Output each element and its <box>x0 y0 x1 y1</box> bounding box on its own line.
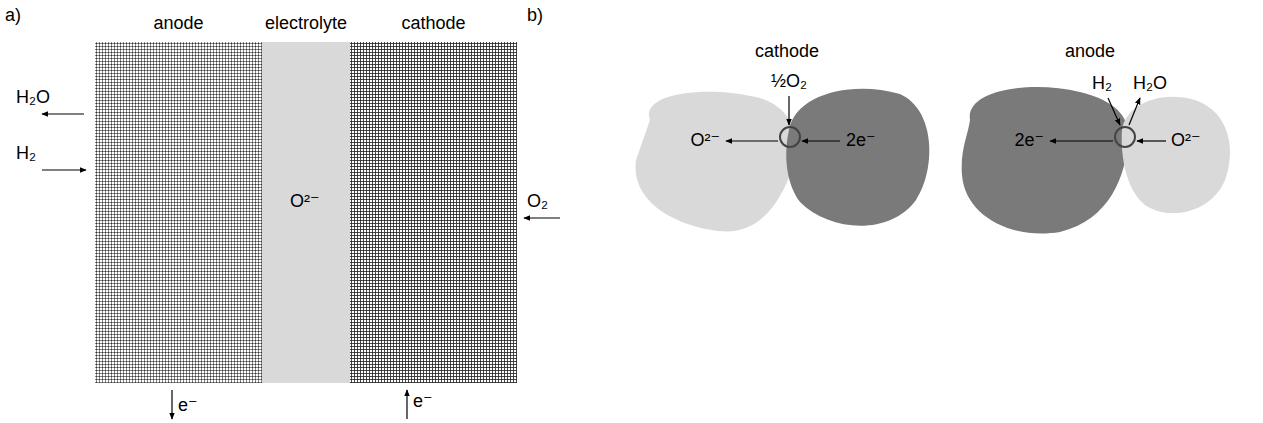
tpb-circle <box>780 127 800 147</box>
species-label: H₂O <box>16 88 50 108</box>
flow-arrow <box>788 96 789 125</box>
flow-arrow <box>726 140 778 141</box>
flow-arrow <box>1137 140 1166 141</box>
electron-label: e⁻ <box>413 392 433 412</box>
electrode-particle <box>962 87 1129 233</box>
panel-letter: b) <box>527 6 543 26</box>
flow-arrow <box>802 140 840 141</box>
flow-arrow <box>1129 98 1140 125</box>
layer-heading: cathode <box>401 13 465 34</box>
species-label: H₂ <box>16 144 36 164</box>
cathode-layer: cathode <box>350 42 517 383</box>
electrolyte-particle <box>635 92 796 232</box>
electrolyte-layer: electrolyte <box>262 42 350 383</box>
ion-label: O²⁻ <box>290 192 320 212</box>
ion-label: O²⁻ <box>1171 131 1201 151</box>
layer-heading: anode <box>153 13 203 34</box>
flow-arrow <box>1108 98 1120 125</box>
species-label: O₂ <box>527 192 548 212</box>
flow-arrow <box>524 217 560 218</box>
species-label: H₂ <box>1092 74 1112 94</box>
anode-particles <box>962 87 1230 233</box>
panel-heading: anode <box>1065 42 1115 62</box>
flow-arrow <box>1050 140 1113 141</box>
current-arrow <box>171 390 172 419</box>
species-label: ½O₂ <box>771 72 807 92</box>
anode-layer: anode <box>95 42 262 383</box>
electrode-particle <box>786 89 929 226</box>
electron-label: 2e⁻ <box>846 131 876 151</box>
particle-arrows <box>726 96 1166 141</box>
panel-heading: cathode <box>755 42 819 62</box>
flow-arrow <box>42 169 86 170</box>
species-label: H₂O <box>1133 74 1167 94</box>
flow-arrow <box>42 113 84 114</box>
electron-label: e⁻ <box>178 396 198 416</box>
cathode-particles <box>635 89 929 232</box>
tpb-circle <box>1115 127 1135 147</box>
electrolyte-particle <box>1122 97 1230 213</box>
panel-letter: a) <box>5 6 21 26</box>
ion-label: O²⁻ <box>691 131 721 151</box>
layer-heading: electrolyte <box>265 13 347 34</box>
current-arrow <box>406 390 407 419</box>
electron-label: 2e⁻ <box>1014 131 1044 151</box>
